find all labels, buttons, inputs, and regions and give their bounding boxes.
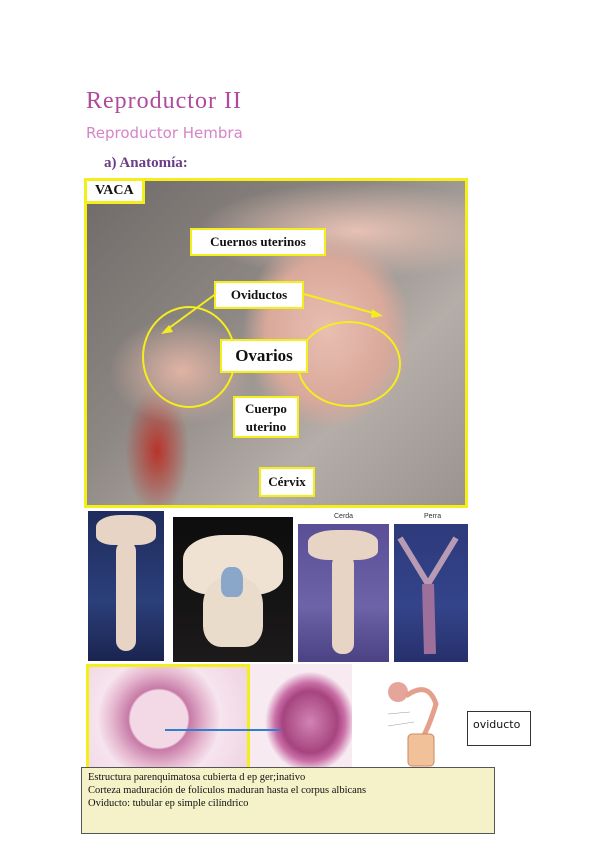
notes-line: Oviducto: tubular ep simple cilíndrico bbox=[88, 798, 249, 809]
oviduct-diagram bbox=[358, 670, 463, 770]
histology-connector-line bbox=[165, 729, 281, 731]
label-cuerpo-line2: uterino bbox=[245, 419, 287, 434]
label-cuerpo-uterino: Cuerpo uterino bbox=[233, 396, 299, 438]
specimen-photo-perra bbox=[394, 524, 468, 662]
species-label-vaca: VACA bbox=[87, 181, 145, 204]
caption-cerda: Cerda bbox=[334, 513, 354, 520]
notes-box: Estructura parenquimatosa cubierta d ep … bbox=[81, 767, 495, 834]
section-heading: a) Anatomía: bbox=[104, 155, 188, 171]
page-title: Reproductor II bbox=[86, 88, 242, 114]
specimen-photo-1 bbox=[88, 511, 164, 661]
notes-line: Corteza maduración de folículos maduran … bbox=[88, 785, 367, 796]
histology-ovary-photo bbox=[86, 664, 250, 774]
specimen-photo-2 bbox=[173, 517, 293, 662]
oviducto-label-box: oviducto bbox=[467, 711, 531, 746]
oviduct-diagram-drawing bbox=[387, 682, 439, 767]
perra-tract-drawing bbox=[397, 536, 459, 655]
label-cuernos-uterinos: Cuernos uterinos bbox=[190, 228, 326, 256]
notes-line: Estructura parenquimatosa cubierta d ep … bbox=[88, 772, 306, 783]
histology-oviduct-photo bbox=[250, 664, 352, 772]
label-cervix: Cérvix bbox=[259, 467, 315, 497]
caption-perra: Perra bbox=[424, 513, 442, 520]
cow-reproductive-tract-photo: VACA Cuernos uterinos Oviductos Ovarios … bbox=[84, 178, 468, 508]
label-ovarios: Ovarios bbox=[220, 339, 308, 373]
label-oviductos: Oviductos bbox=[214, 281, 304, 309]
page-subtitle: Reproductor Hembra bbox=[86, 124, 243, 142]
specimen-photo-cerda bbox=[298, 524, 389, 662]
oviduct-arrows bbox=[161, 292, 383, 334]
label-cuerpo-line1: Cuerpo bbox=[245, 401, 287, 416]
